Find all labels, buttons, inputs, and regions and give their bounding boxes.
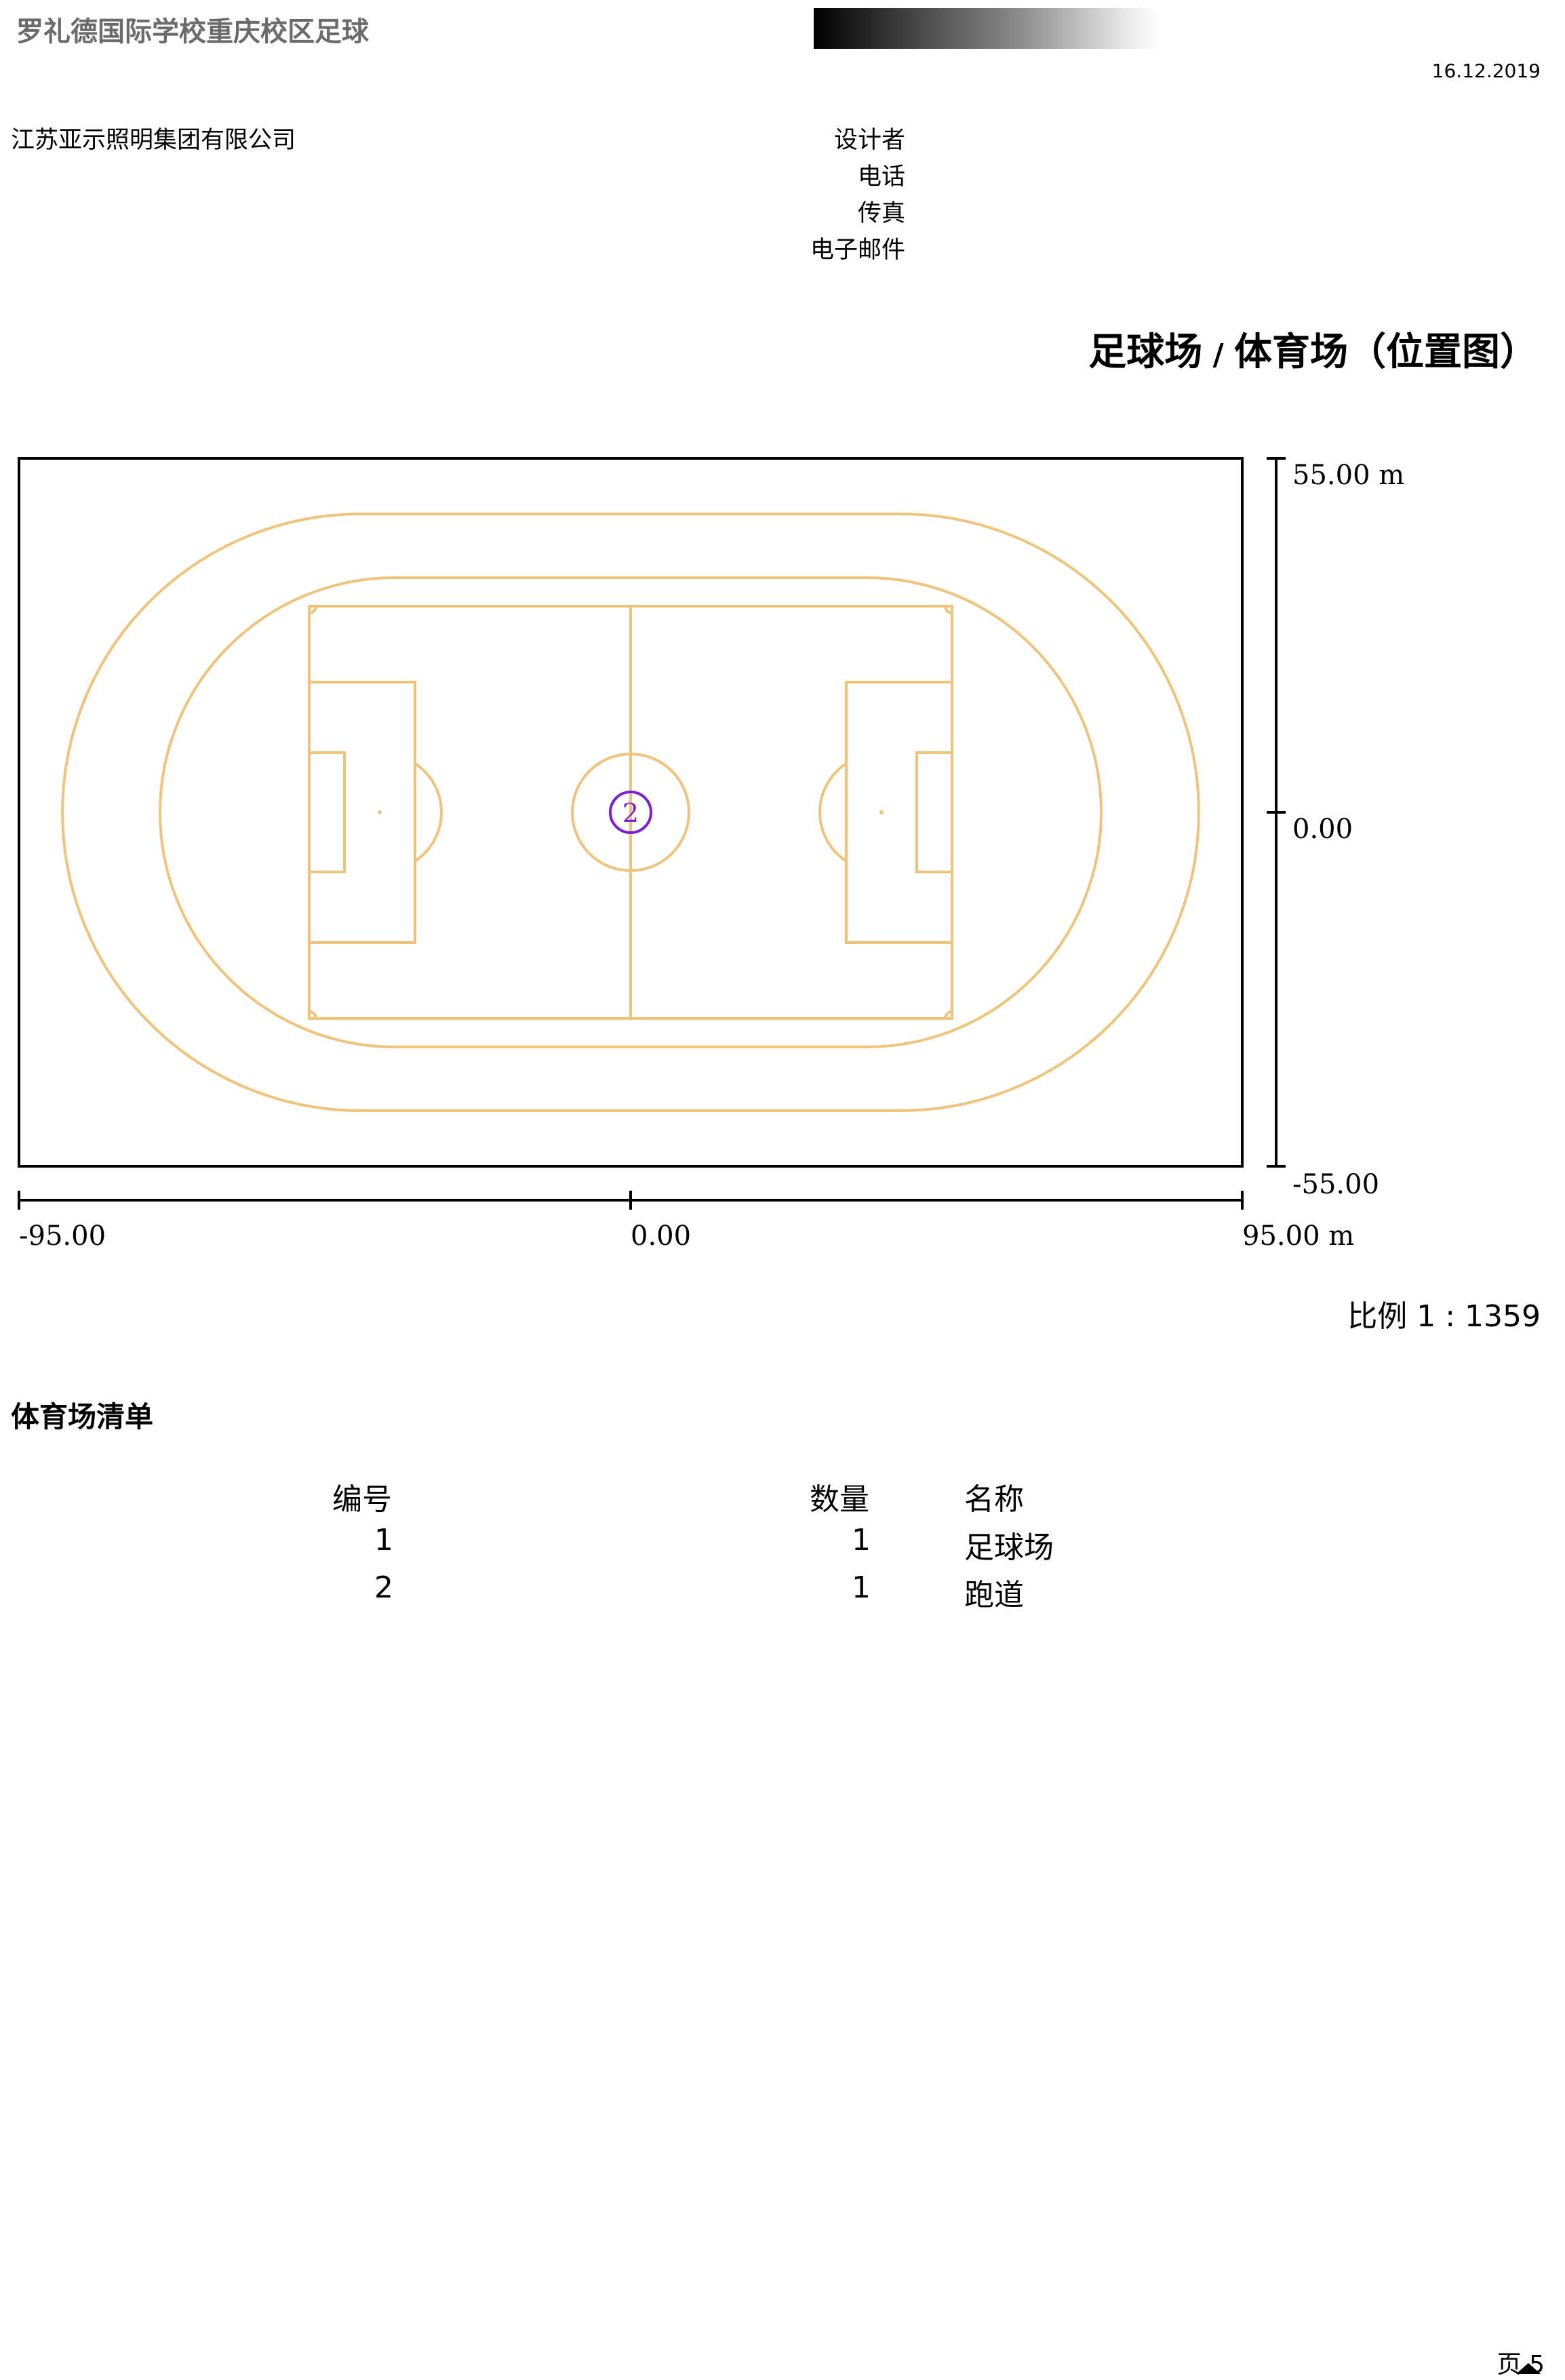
y-mid-label: 0.00 (1292, 814, 1353, 845)
center-circle (571, 753, 690, 872)
field-marker-label: 2 (622, 798, 639, 828)
track-inner-line (159, 576, 1103, 1048)
y-min-label: -55.00 (1292, 1169, 1379, 1200)
view-title-part1: 足球场 (1088, 330, 1203, 374)
corner-arc (944, 1010, 953, 1019)
right-penalty-area (845, 681, 953, 944)
x-max-label: 95.00 m (1242, 1221, 1354, 1252)
page-number: 页 5 (1497, 2351, 1545, 2379)
view-title-part2: 体育场（位置图） (1234, 330, 1538, 374)
drawing-scale: 比例 1 : 1359 (1347, 1299, 1541, 1334)
corner-arc (309, 1010, 317, 1019)
header-gradient-bar (814, 8, 1158, 49)
fax-label: 传真 (857, 200, 905, 227)
view-title: 足球场 / 体育场（位置图） (1088, 321, 1538, 376)
designer-label: 设计者 (833, 127, 905, 154)
site-plan: 2 55.00 m 0.00 -55.00 -95.00 0.00 95.00 … (18, 457, 1404, 1252)
row-number: 2 (374, 1570, 393, 1605)
header-number: 编号 (332, 1482, 392, 1517)
left-penalty-area (308, 681, 416, 944)
row-name: 跑道 (964, 1578, 1024, 1612)
field-marker-circle (609, 791, 652, 834)
right-penalty-arc (818, 762, 848, 862)
track-outer-line (61, 513, 1200, 1112)
y-max-label: 55.00 m (1292, 460, 1404, 491)
field-lines (61, 513, 1200, 1112)
phone-label: 电话 (857, 163, 905, 191)
left-penalty-arc (414, 762, 443, 862)
right-goal-area (915, 751, 953, 873)
row-name: 足球场 (964, 1530, 1054, 1565)
row-quantity: 1 (852, 1523, 871, 1558)
header-name: 名称 (964, 1482, 1024, 1517)
company-name: 江苏亚示照明集团有限公司 (11, 127, 296, 154)
header-quantity: 数量 (810, 1482, 869, 1517)
corner-arc (944, 606, 953, 614)
email-label: 电子邮件 (810, 237, 905, 264)
row-quantity: 1 (852, 1570, 871, 1605)
row-number: 1 (374, 1523, 393, 1558)
view-title-separator: / (1202, 338, 1234, 372)
plan-frame (18, 457, 1244, 1168)
page-up-arrow-icon (1516, 2363, 1541, 2374)
x-mid-label: 0.00 (631, 1221, 691, 1252)
right-penalty-spot (879, 810, 884, 814)
left-goal-area (308, 751, 346, 873)
x-min-label: -95.00 (19, 1221, 106, 1252)
left-penalty-spot (378, 810, 382, 814)
corner-arc (309, 606, 317, 614)
list-title: 体育场清单 (11, 1400, 154, 1433)
report-date: 16.12.2019 (1431, 60, 1541, 82)
project-title: 罗礼德国际学校重庆校区足球 (16, 16, 369, 47)
